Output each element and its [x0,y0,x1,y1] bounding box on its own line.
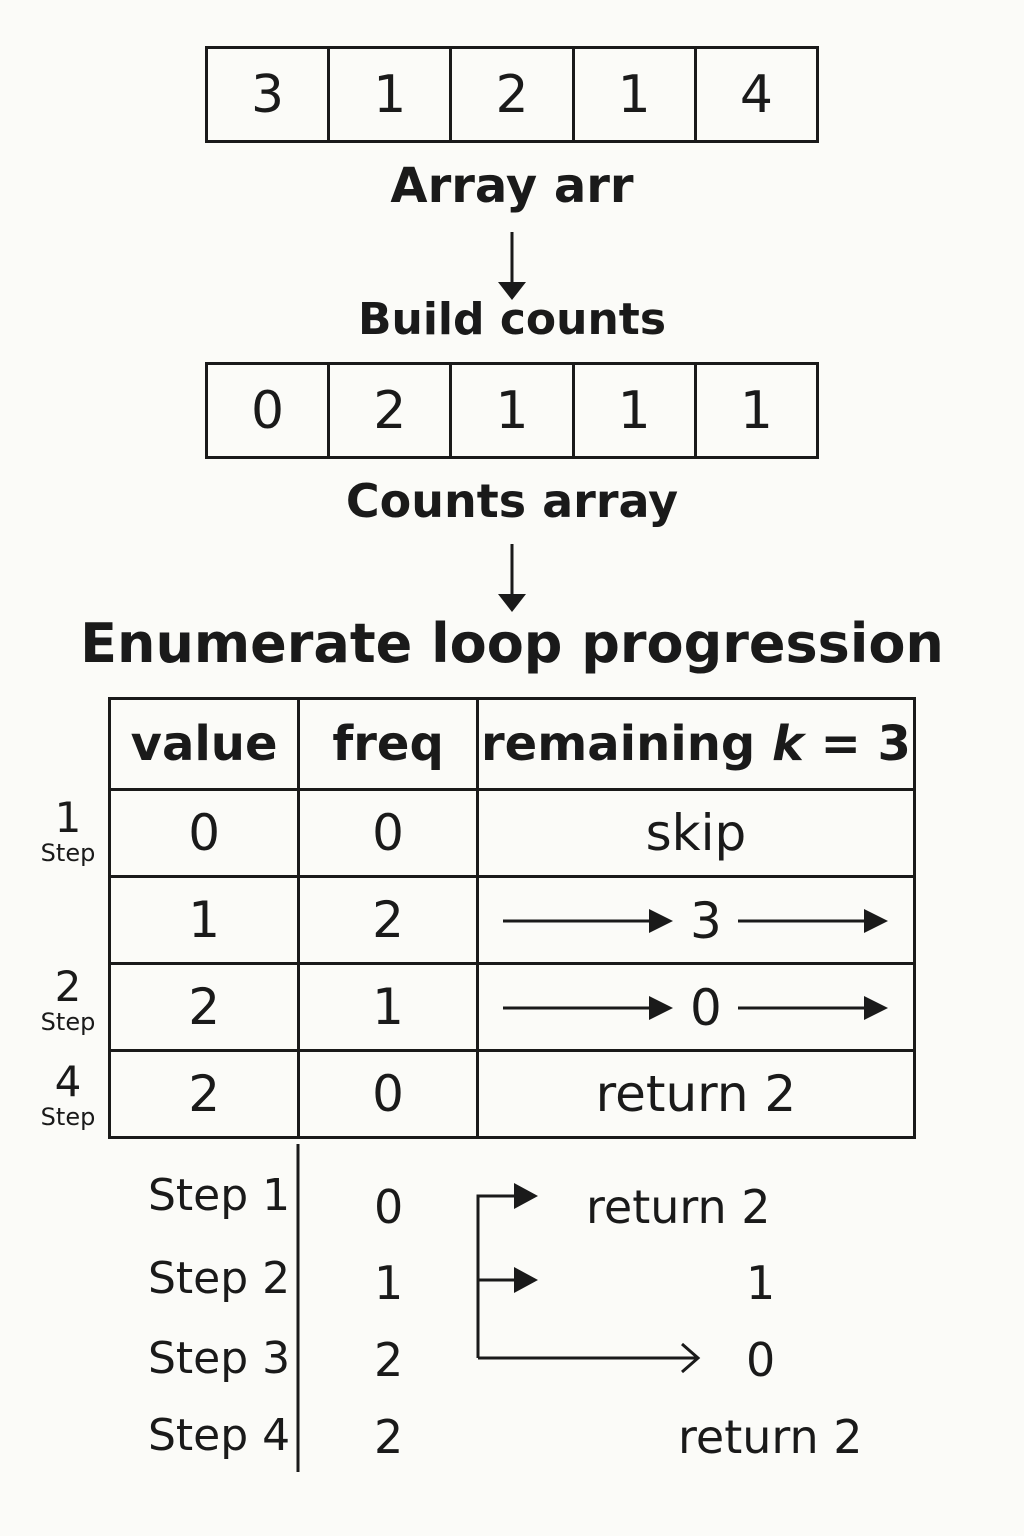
step-value: 2 [374,1410,404,1464]
array-arr: 3 1 2 1 4 [205,46,819,143]
header-remaining-prefix: remaining [480,716,772,772]
row-value: 2 [107,1049,301,1139]
row-result-value: 3 [690,892,722,950]
down-arrow-icon [498,544,526,612]
row-value: 2 [107,962,301,1052]
step-result: 0 [746,1333,776,1387]
table-row: 2 1 0 [107,962,917,1052]
right-arrow-icon [737,909,888,933]
step-result: return 2 [678,1410,863,1464]
side-step-label: 4 Step [38,1057,98,1131]
counts-cell: 0 [208,365,331,456]
table-row: 0 0 skip [107,788,917,878]
row-value: 0 [107,788,301,878]
step-label: Step 4 [148,1410,291,1461]
side-step-number: 2 [54,962,82,1011]
row-value: 1 [107,875,301,965]
row-freq: 0 [297,1049,479,1139]
table-header-row: value freq remaining k = 3 [107,697,917,791]
side-step-label: 1 Step [38,793,98,867]
array-arr-cell: 3 [208,49,331,140]
right-arrow-icon [503,996,674,1020]
row-result: 0 [475,962,917,1052]
header-remaining: remaining k = 3 [475,697,917,791]
right-arrow-icon [503,909,674,933]
row-result: return 2 [475,1049,917,1139]
side-step-word: Step [40,1008,96,1036]
progression-table: value freq remaining k = 3 0 0 skip 1 2 … [107,697,917,1139]
counts-array-label: Counts array [345,474,679,528]
header-remaining-k: k [771,716,804,772]
side-step-word: Step [40,839,96,867]
row-result: 3 [475,875,917,965]
step-result: return 2 [586,1180,771,1234]
side-step-label: 2 Step [38,962,98,1036]
counts-cell: 1 [452,365,575,456]
header-freq: freq [297,697,479,791]
counts-cell: 1 [575,365,697,456]
right-arrow-icon [737,996,888,1020]
counts-cell: 1 [739,380,773,441]
step-divider [296,1144,300,1472]
array-arr-cell: 1 [575,49,697,140]
header-remaining-suffix: = 3 [803,716,911,772]
step-label: Step 3 [148,1333,291,1384]
row-freq: 1 [297,962,479,1052]
counts-array: 0 2 1 1 1 [205,362,819,459]
table-row: 1 2 3 [107,875,917,965]
step-value: 2 [374,1333,404,1387]
side-step-number: 4 [54,1057,82,1106]
array-arr-label: Array arr [390,158,634,214]
side-step-number: 1 [54,793,82,842]
array-arr-cell: 1 [330,49,453,140]
table-row: 2 0 return 2 [107,1049,917,1139]
build-counts-label: Build counts [357,294,667,345]
row-freq: 0 [297,788,479,878]
header-value: value [107,697,301,791]
side-step-word: Step [40,1103,96,1131]
section-heading: Enumerate loop progression [80,612,944,675]
step-value: 0 [374,1180,404,1234]
step-result: 1 [746,1256,776,1310]
step-value: 1 [374,1256,404,1310]
array-arr-cell: 4 [739,64,773,125]
array-arr-cell: 2 [452,49,575,140]
row-result: skip [475,788,917,878]
branch-arrows [476,1183,701,1374]
row-result-value: 0 [690,979,722,1037]
row-freq: 2 [297,875,479,965]
step-label: Step 2 [148,1253,291,1304]
down-arrow-icon [498,232,526,300]
counts-cell: 2 [330,365,453,456]
step-label: Step 1 [148,1170,291,1221]
